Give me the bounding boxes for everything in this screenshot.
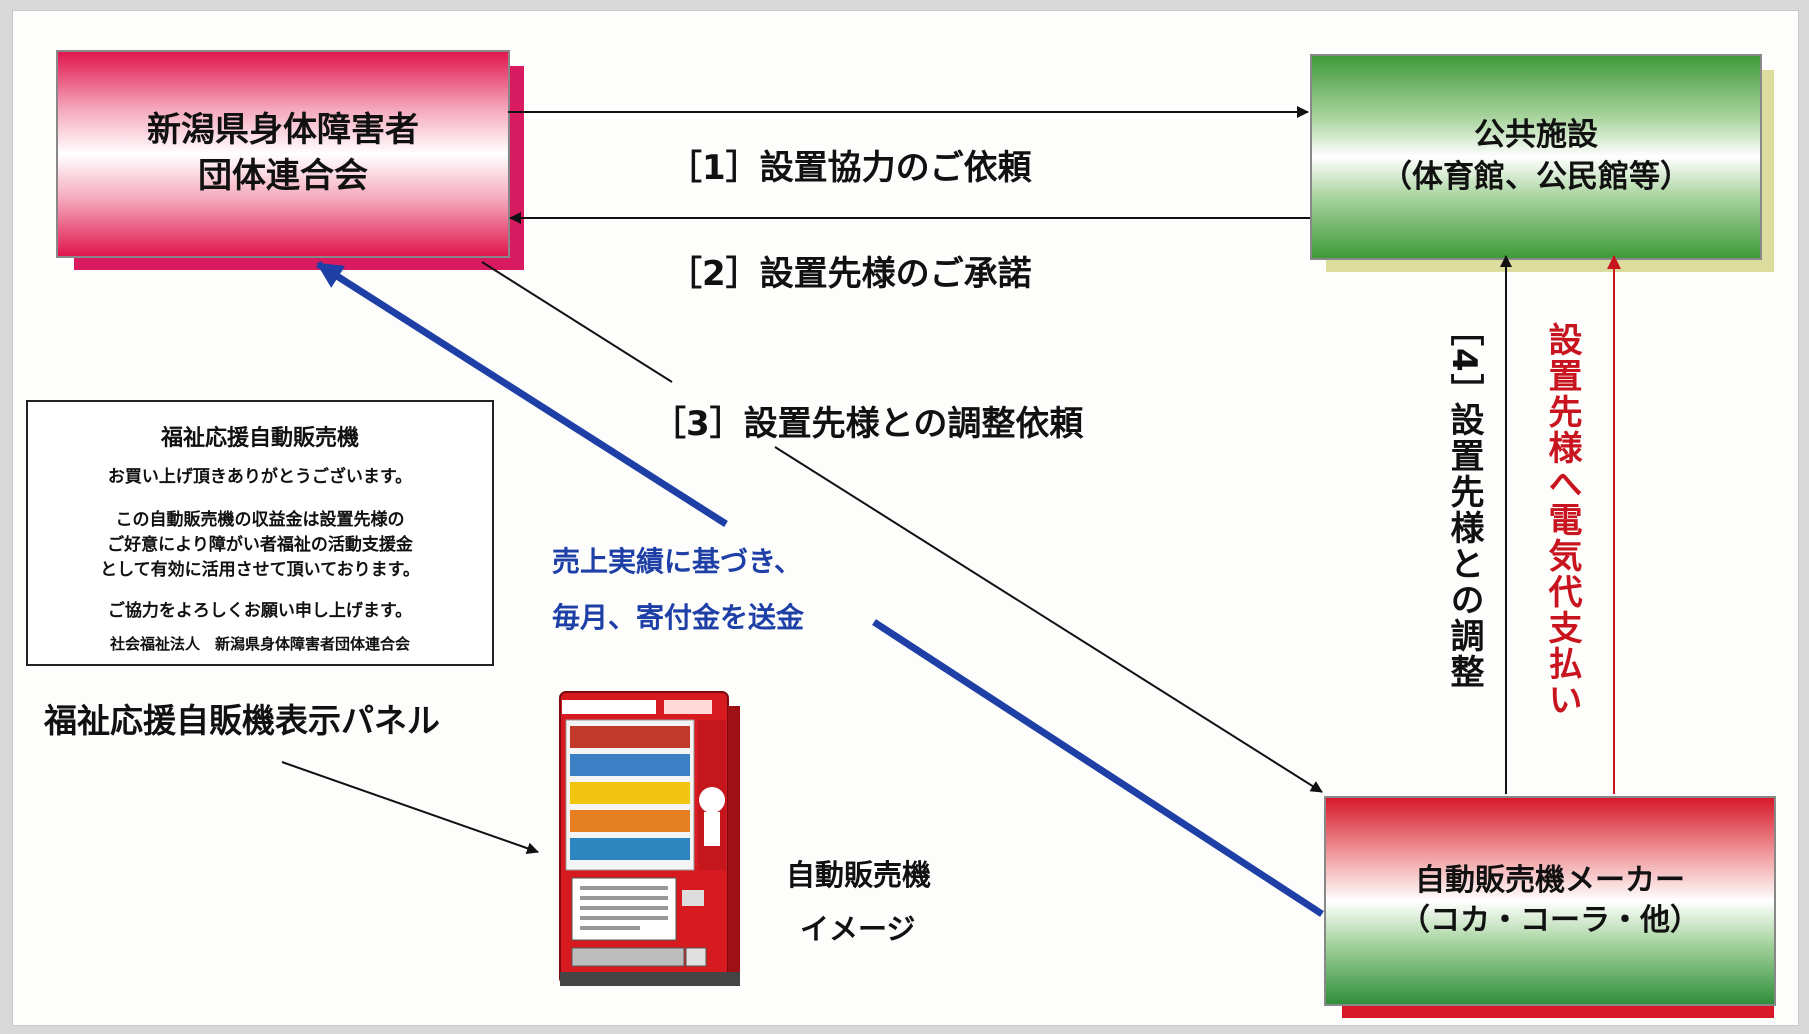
panel-title: 福祉応援自動販売機 bbox=[160, 425, 359, 451]
step4-bracket-label: ［4］ bbox=[1444, 312, 1484, 410]
panel-signature: 社会福祉法人 新潟県身体障害者団体連合会 bbox=[109, 635, 410, 653]
panel-body-line1: この自動販売機の収益金は設置先様の bbox=[115, 510, 405, 530]
panel-request: ご協力をよろしくお願い申し上げます。 bbox=[107, 601, 413, 621]
electricity-payment-label: 設置先様へ電気代支払い bbox=[1542, 322, 1582, 718]
panel-body-line3: として有効に活用させて頂いております。 bbox=[100, 560, 420, 580]
facility-box: 公共施設 （体育館、公民館等） bbox=[1310, 54, 1762, 260]
maker-name-line2: （コカ・コーラ・他） bbox=[1400, 903, 1700, 938]
federation-name-line1: 新潟県身体障害者 bbox=[147, 110, 419, 151]
step3-label: ［3］設置先様との調整依頼 bbox=[652, 404, 1084, 444]
vending-machine-image bbox=[559, 691, 740, 986]
arrow-donation-lower bbox=[872, 619, 1324, 917]
arrow-panel-pointer bbox=[281, 761, 539, 855]
maker-name-line1: 自動販売機メーカー bbox=[1415, 862, 1685, 898]
panel-thanks: お買い上げ頂きありがとうございます。 bbox=[107, 467, 413, 487]
facility-name-line1: 公共施設 bbox=[1474, 117, 1598, 154]
arrow-donation-upper bbox=[316, 261, 728, 527]
donation-label-line1: 売上実績に基づき、 bbox=[552, 545, 803, 578]
federation-name-line2: 団体連合会 bbox=[198, 156, 368, 196]
donation-label-line2: 毎月、寄付金を送金 bbox=[552, 601, 805, 634]
panel-body-line2: ご好意により障がい者福祉の活動支援金 bbox=[107, 535, 413, 555]
step4-label: 設置先様との調整 bbox=[1444, 402, 1484, 690]
maker-box: 自動販売機メーカー （コカ・コーラ・他） bbox=[1324, 796, 1776, 1006]
federation-box: 新潟県身体障害者 団体連合会 bbox=[56, 50, 510, 258]
step1-label: ［1］設置協力のご依頼 bbox=[668, 148, 1032, 188]
step2-label: ［2］設置先様のご承諾 bbox=[668, 254, 1032, 294]
panel-caption: 福祉応援自販機表示パネル bbox=[44, 701, 440, 740]
machine-caption-line1: 自動販売機 bbox=[786, 858, 932, 892]
arrow-step3-upper bbox=[481, 261, 673, 383]
arrow-step3-lower bbox=[774, 446, 1323, 793]
welfare-display-panel: 福祉応援自動販売機 お買い上げ頂きありがとうございます。 この自動販売機の収益金… bbox=[26, 400, 494, 666]
facility-name-line2: （体育館、公民館等） bbox=[1381, 159, 1691, 195]
machine-caption-line2: イメージ bbox=[800, 912, 916, 946]
